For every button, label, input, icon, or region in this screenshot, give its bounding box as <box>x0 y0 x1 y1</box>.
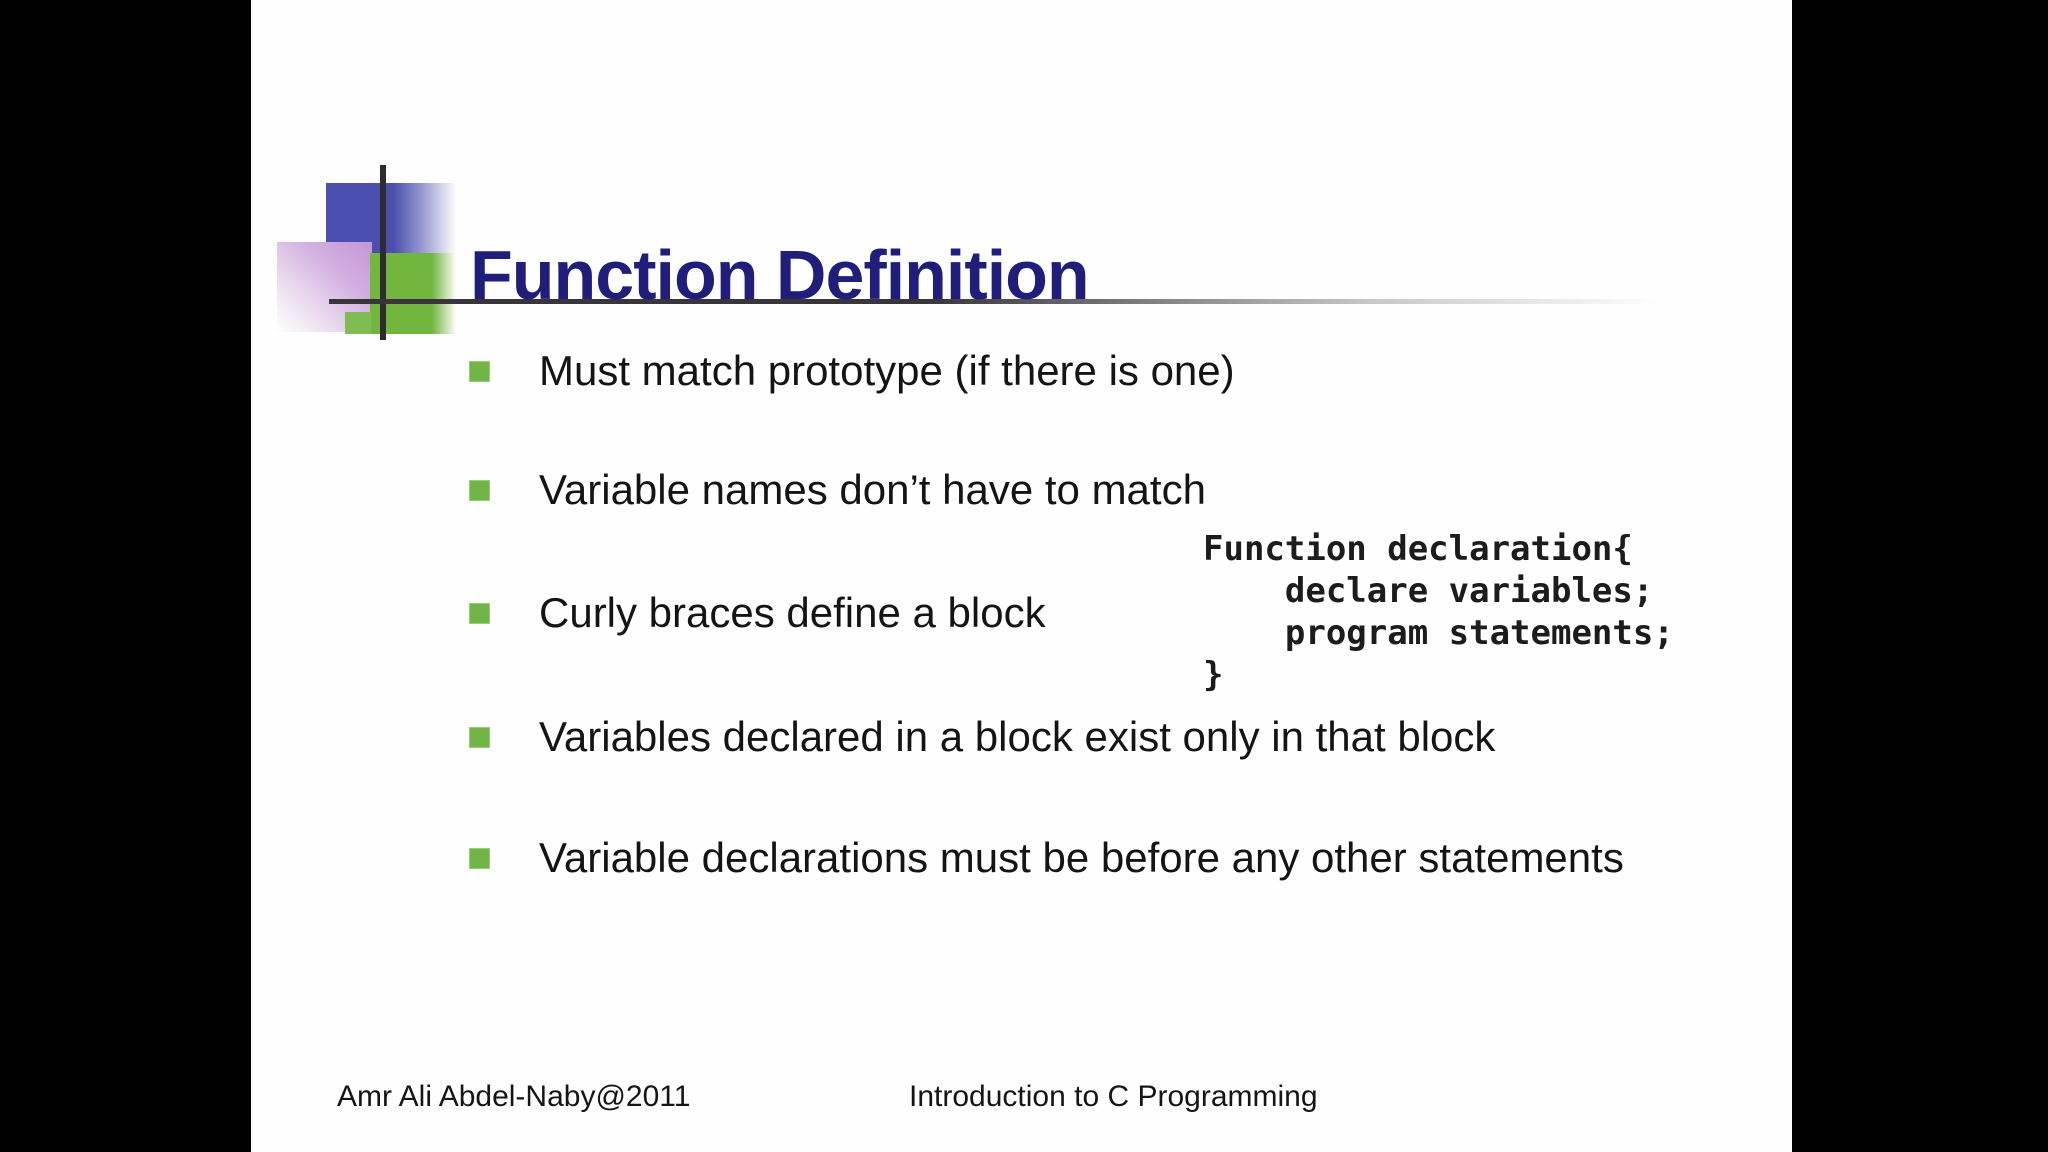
emblem-vertical-line <box>380 165 386 340</box>
bullet-square-icon <box>469 480 490 501</box>
bullet-text: Variables declared in a block exist only… <box>539 713 1496 760</box>
bullet-text: Variable names don’t have to match <box>539 466 1206 513</box>
bullet-square-icon <box>469 603 490 624</box>
bullet-text: Curly braces define a block <box>539 589 1046 636</box>
footer-author: Amr Ali Abdel-Naby@2011 <box>337 1080 691 1113</box>
code-snippet: Function declaration{ declare variables;… <box>1203 529 1674 695</box>
bullet-square-icon <box>469 361 490 382</box>
bullet-text: Variable declarations must be before any… <box>539 834 1624 881</box>
presentation-slide: Function Definition Must match prototype… <box>251 0 1792 1152</box>
bullet-item: Variables declared in a block exist only… <box>469 713 1496 760</box>
bullet-item: Variable declarations must be before any… <box>469 834 1624 881</box>
emblem-blue-square-icon <box>326 183 456 253</box>
footer-course-title: Introduction to C Programming <box>909 1080 1318 1113</box>
letterbox-right <box>1792 0 2048 1152</box>
bullet-text: Must match prototype (if there is one) <box>539 347 1235 394</box>
bullet-square-icon <box>469 848 490 869</box>
slide-title: Function Definition <box>470 235 1090 314</box>
letterbox-left <box>0 0 251 1152</box>
bullet-item: Variable names don’t have to match <box>469 466 1206 513</box>
title-underline <box>329 299 1660 304</box>
bullet-item: Must match prototype (if there is one) <box>469 347 1235 394</box>
bullet-list: Must match prototype (if there is one) V… <box>251 0 1792 1152</box>
bullet-item: Curly braces define a block <box>469 589 1046 636</box>
bullet-square-icon <box>469 727 490 748</box>
emblem-green-step-icon <box>345 312 371 334</box>
